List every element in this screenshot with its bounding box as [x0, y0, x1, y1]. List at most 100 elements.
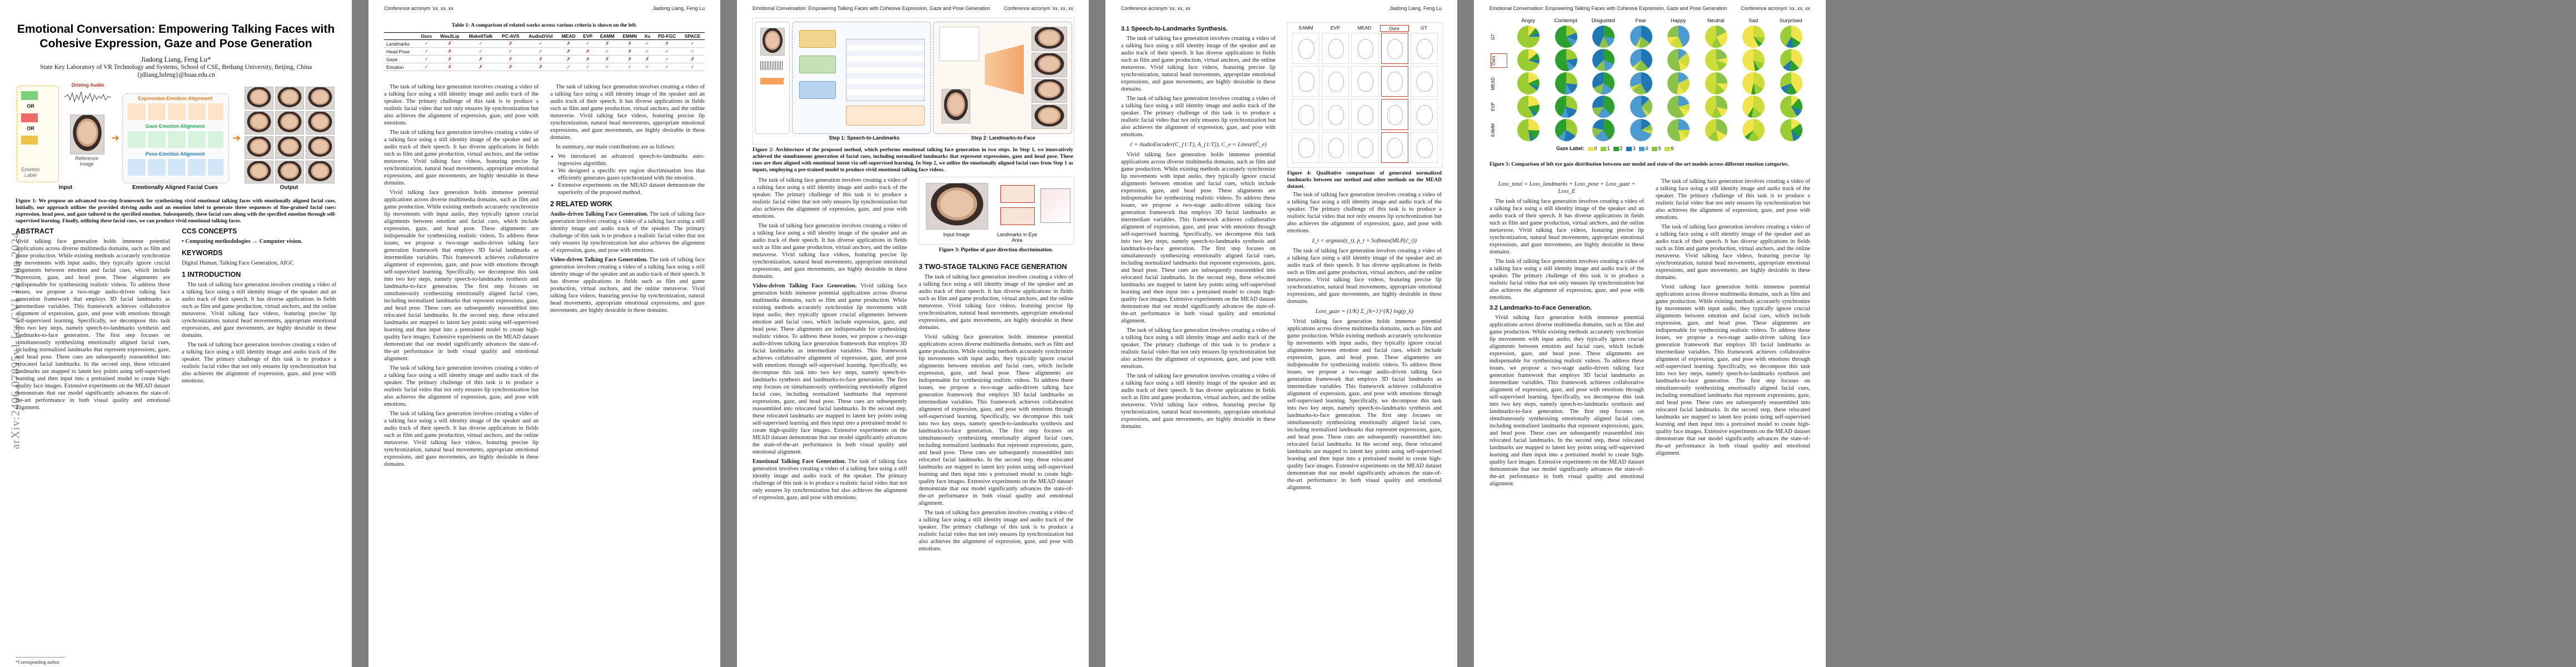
fig2-audio-icon: [760, 61, 784, 70]
gaze-pie: [1667, 72, 1690, 94]
gaze-pie: [1554, 119, 1577, 141]
legend-swatch: [1651, 146, 1657, 151]
gaze-pie: [1742, 26, 1765, 48]
table-cell: ✗: [497, 39, 524, 48]
legend-swatch: [1600, 146, 1606, 151]
table-cell: ✓: [497, 47, 524, 56]
emotion-box-1: [21, 91, 38, 100]
figure-1-caption: Figure 1: We propose an advanced two-ste…: [16, 198, 336, 224]
table-cell: ✓: [641, 39, 654, 48]
emotion-column-label: Disgusted: [1591, 18, 1615, 24]
table-row-label: Gaze: [384, 55, 417, 63]
legend-label: 4: [1645, 146, 1648, 151]
intro-p1: The task of talking face generation invo…: [182, 282, 336, 339]
eye-crop: [1000, 185, 1035, 203]
table-header-cell: SPACE: [680, 32, 705, 40]
table-cell: ✗: [435, 55, 464, 63]
table-header-cell: PD-FGC: [653, 32, 681, 40]
gaze-pie: [1780, 119, 1802, 141]
table-cell: ✓: [417, 63, 436, 71]
table-cell: ✓: [653, 47, 681, 56]
fig2-step2-label: Step 2: Landmarks-to-Face: [971, 135, 1035, 141]
landmark-thumbnail: [1410, 33, 1438, 64]
gaze-pie: [1592, 96, 1615, 118]
table-cell: ✗: [435, 47, 464, 56]
table-cell: ✓: [641, 63, 654, 71]
abstract-column: ABSTRACT Vivid talking face generation h…: [16, 223, 170, 665]
emotion-column-label: Angry: [1521, 18, 1536, 24]
fig3-label-input: Input Image: [943, 232, 970, 237]
table-header-cell: MEAD: [557, 32, 580, 40]
legend-swatch: [1664, 146, 1670, 151]
table-row-label: Head Pose: [384, 47, 417, 56]
table-cell: ✗: [579, 47, 596, 56]
table-cell: ✗: [524, 55, 558, 63]
fig4-col: EVP: [1330, 25, 1340, 31]
gaze-pie: [1554, 72, 1577, 94]
emotion-column-label: Neutral: [1707, 18, 1725, 24]
gaze-pie: [1592, 26, 1615, 48]
fig4-col: GT: [1421, 25, 1427, 31]
legend-label: 2: [1620, 146, 1623, 151]
table-cell: ✓: [596, 63, 619, 71]
table-cell: ✗: [653, 39, 681, 48]
gaze-pie: [1592, 72, 1615, 94]
expression-alignment-label: Expression-Emotion Alignment: [138, 96, 212, 101]
left-column-p3: The task of talking face generation invo…: [753, 177, 908, 501]
or-label-1: OR: [27, 103, 34, 109]
landmark-thumbnail: [1292, 33, 1320, 64]
table-cell: ✗: [618, 39, 641, 48]
table-cell: ✗: [618, 47, 641, 56]
intro-p1-cont-b: The task of talking face generation invo…: [384, 411, 539, 467]
emotion-box-2: [21, 113, 38, 122]
landmark-thumbnail: [1381, 66, 1408, 97]
gaze-pie: [1554, 26, 1577, 48]
gaze-pie: [1630, 119, 1652, 141]
table-cell: ✓: [464, 47, 498, 56]
gaze-pie: [1742, 49, 1765, 71]
table-header-cell: AudioDVid: [524, 32, 558, 40]
related-sub3: Emotional Talking Face Generation.: [753, 459, 846, 465]
right-column-p1: CCS CONCEPTS • Computing methodologies →…: [182, 223, 336, 387]
method-heading: 3 TWO-STAGE TALKING FACE GENERATION: [919, 263, 1067, 271]
intro-p1-right: The task of talking face generation invo…: [550, 84, 705, 141]
table-cell: ✗: [435, 39, 464, 48]
gaze-pie: [1705, 119, 1727, 141]
page-1: arXiv:2406.07895v1 [cs.CV] 12 Jun 2024 E…: [0, 0, 352, 667]
page-3: Emotional Conversation: Empowering Talki…: [737, 0, 1089, 667]
table-cell: ✗: [579, 55, 596, 63]
table-header-cell: EVP: [579, 32, 596, 40]
reference-image-label: Reference Image: [75, 156, 98, 167]
legend-label: 3: [1632, 146, 1636, 151]
landmark-thumbnail: [1381, 99, 1408, 130]
fig4-header: EAMM EVP MEAD Ours GT: [1292, 25, 1438, 32]
table-cell: ✗: [497, 55, 524, 63]
output-label: Output: [280, 185, 298, 191]
output-grid: [245, 87, 335, 183]
ccs-text: • Computing methodologies → Computer vis…: [182, 238, 302, 245]
pie-row-label: GT: [1491, 33, 1496, 40]
equation-1: ĉ = AudioEncoder(C_{1:T}, A_{1:T}), C_e …: [1130, 142, 1267, 148]
fig4-col-ours: Ours: [1379, 25, 1409, 32]
audio-waveform: [64, 91, 111, 103]
gaze-pie: [1667, 119, 1690, 141]
gaze-alignment-label: Gaze-Emotion Alignment: [145, 123, 205, 129]
figure-4: EAMM EVP MEAD Ours GT: [1287, 22, 1443, 168]
landmark-thumbnail: [1322, 132, 1349, 163]
method-sub2: 3.2 Landmarks-to-Face Generation.: [1489, 305, 1592, 311]
gaze-pie: [1517, 49, 1539, 71]
table-row-label: Emotion: [384, 63, 417, 71]
left-column-p5: Loss_total = Loss_landmarks + Loss_pose …: [1489, 181, 1644, 487]
intro-p2-cont: The task of talking face generation invo…: [384, 84, 539, 126]
contrib-item: We introduced an advanced speech-to-land…: [558, 153, 705, 167]
related-heading: 2 RELATED WORK: [550, 200, 612, 208]
table-cell: ✓: [524, 47, 558, 56]
gaze-pie: [1517, 119, 1539, 141]
